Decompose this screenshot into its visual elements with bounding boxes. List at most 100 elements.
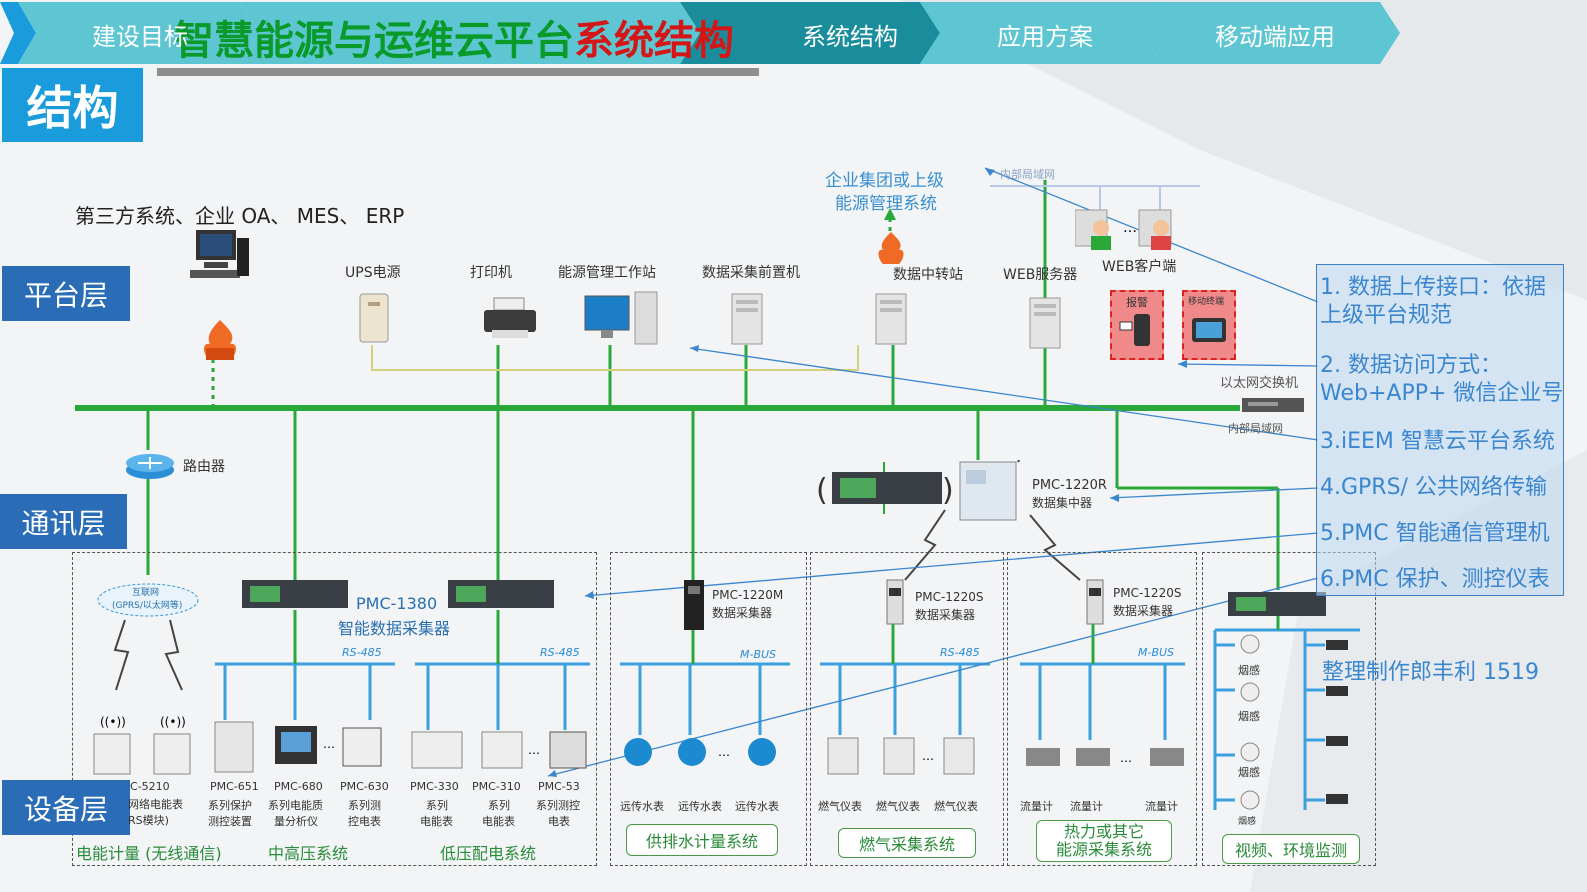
subsystem-electrical-box	[72, 552, 597, 866]
server-icon-frontend	[730, 292, 764, 350]
mv-device-2-model: PMC-680	[274, 780, 323, 793]
gas-meter-icons: …	[826, 736, 996, 782]
water-meter-label-1: 远传水表	[620, 800, 664, 813]
note-5: 5.PMC 智能通信管理机	[1320, 521, 1550, 546]
internet-label: 内部局域网	[1000, 168, 1055, 181]
internet-cloud-label-2: (GPRS/以太网等)	[112, 601, 183, 611]
note-2: 2. 数据访问方式：Web+APP+ 微信企业号	[1320, 353, 1564, 406]
note-4: 4.GPRS/ 公共网络传输	[1320, 475, 1547, 500]
page-title: 智慧能源与运维云平台系统结构	[174, 18, 734, 64]
lv-device-2-model: PMC-310	[472, 780, 521, 793]
pmc-1380-desc: 智能数据采集器	[338, 619, 451, 638]
mv-device-1-model: PMC-651	[210, 780, 259, 793]
mv-device-icons: …	[213, 718, 393, 780]
router-label: 路由器	[183, 459, 225, 475]
ups-icon	[358, 292, 390, 348]
pmc-1220m-desc: 数据采集器	[712, 606, 773, 620]
smoke-detector-icons	[1236, 634, 1266, 828]
pmc-1380-icon-2	[448, 580, 558, 614]
lv-device-1-desc-1: 系列	[426, 799, 448, 812]
enterprise-group-label-1: 企业集团或上级	[825, 171, 944, 191]
subsystem-water-label: 供排水计量系统	[626, 824, 778, 856]
internet-cloud-label-1: 互联网	[132, 588, 160, 598]
lv-device-1-desc-2: 电能表	[420, 815, 453, 828]
computer-icon	[190, 228, 250, 287]
gas-meter-label-2: 燃气仪表	[876, 800, 920, 813]
mv-device-3-model: PMC-630	[340, 780, 389, 793]
printer-label: 打印机	[470, 265, 512, 281]
subsystem-heat-box	[1007, 552, 1197, 866]
svg-text:…: …	[718, 745, 730, 759]
gas-meter-label-3: 燃气仪表	[934, 800, 978, 813]
pmc-1220s-a-desc: 数据采集器	[915, 608, 976, 622]
transfer-label: 数据中转站	[893, 267, 963, 283]
ups-label: UPS电源	[345, 265, 401, 281]
switch-icon	[1242, 398, 1304, 418]
subsystem-gas-box	[810, 552, 1004, 866]
subsystem-water-box	[610, 552, 807, 866]
lv-device-2-desc-1: 系列	[488, 799, 510, 812]
smoke-label-2: 烟感	[1238, 710, 1260, 723]
alarm-device: 报警	[1110, 290, 1164, 360]
mv-device-3-desc-2: 控电表	[348, 815, 381, 828]
nav-step-mobile[interactable]: 移动端应用	[1215, 22, 1335, 51]
svg-text:…: …	[528, 743, 540, 757]
frontend-label: 数据采集前置机	[702, 265, 800, 281]
wireless-meter-model: C-5210	[130, 780, 170, 793]
pmc-1380-model: PMC-1380	[356, 594, 438, 613]
pmc-1220m-icon	[682, 578, 706, 636]
section-tag: 结构	[2, 68, 143, 142]
wireless-meter-desc-1: 网络电能表	[128, 798, 183, 811]
subsystem-video-box	[1202, 552, 1376, 866]
internet-cloud	[96, 580, 200, 624]
wireless-meter-desc-2: RS模块)	[128, 814, 169, 827]
nav-step-structure[interactable]: 系统结构	[802, 22, 898, 51]
svg-text:…: …	[1123, 220, 1137, 236]
pmc-1220s-a-model: PMC-1220S	[915, 590, 984, 604]
mv-device-2-desc-1: 系列电能质	[268, 799, 323, 812]
web-server-label: WEB服务器	[1003, 267, 1078, 283]
bus-label-1: RS-485	[342, 646, 382, 659]
pmc-1220m-model: PMC-1220M	[712, 588, 784, 602]
subsystem-video-label: 视频、环境监测	[1222, 834, 1360, 864]
user-icon: …	[1074, 206, 1185, 256]
svg-text:(: (	[816, 473, 828, 508]
water-meter-label-3: 远传水表	[735, 800, 779, 813]
svg-text:…: …	[323, 737, 335, 751]
firewall-icon	[200, 318, 240, 367]
firewall-icon-2	[875, 230, 907, 270]
subsystem-mv-label: 中高压系统	[268, 844, 349, 863]
nav-step-goal[interactable]: 建设目标	[92, 22, 188, 51]
nav-step-solution[interactable]: 应用方案	[997, 22, 1093, 51]
flow-meter-icons: …	[1022, 740, 1192, 780]
mv-device-3-desc-1: 系列测	[348, 799, 381, 812]
workstation-icon	[583, 290, 659, 352]
printer-icon	[480, 296, 540, 346]
note-6: 6.PMC 保护、测控仪表	[1320, 567, 1550, 592]
layer-platform: 平台层	[2, 266, 130, 321]
lv-device-3-desc-2: 电表	[548, 815, 570, 828]
subsystem-lv-label: 低压配电系统	[440, 844, 537, 863]
flow-meter-label-3: 流量计	[1145, 800, 1178, 813]
pmc-1220s-b-model: PMC-1220S	[1113, 586, 1182, 600]
lan-label: 内部局域网	[1228, 422, 1283, 435]
wireless-meter-icons: ((•))((•))	[90, 712, 210, 780]
subsystem-heat-line-1: 热力或其它	[1063, 822, 1144, 841]
mv-device-1-desc-2: 测控装置	[208, 815, 252, 828]
svg-text:((•)): ((•))	[160, 715, 186, 729]
workstation-label: 能源管理工作站	[558, 265, 656, 281]
pmc-1220r-icon	[958, 449, 1028, 530]
lv-device-2-desc-2: 电能表	[482, 815, 515, 828]
water-meter-icons: …	[620, 734, 790, 774]
svg-text:): )	[942, 473, 954, 508]
svg-text:…: …	[922, 749, 934, 763]
note-1: 1. 数据上传接口：依据上级平台规范	[1320, 275, 1546, 328]
bus-label-2: RS-485	[540, 646, 580, 659]
switch-label: 以太网交换机	[1220, 376, 1299, 391]
subsystem-gas-label: 燃气采集系统	[838, 828, 976, 858]
credit-text: 整理制作郎丰利 1519	[1322, 660, 1539, 685]
enterprise-group-label-2: 能源管理系统	[835, 194, 937, 214]
mobile-terminal-device: 移动终端	[1182, 290, 1236, 360]
svg-text:…: …	[1120, 751, 1132, 765]
title-underline	[157, 68, 759, 76]
